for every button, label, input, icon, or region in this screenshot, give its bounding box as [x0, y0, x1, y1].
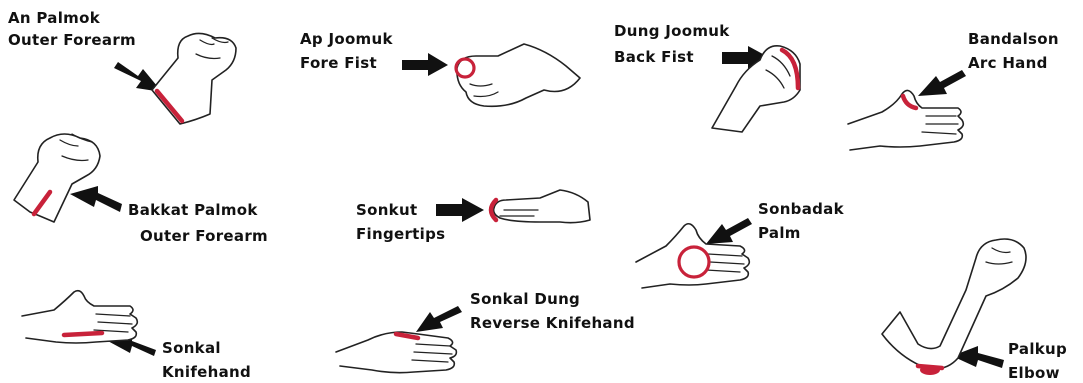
- label-sonbadak: Sonbadak: [758, 200, 845, 218]
- pointer-arrow-icon: [70, 186, 122, 212]
- hand-drawing-icon: [14, 134, 100, 222]
- label-sonkut-english: Fingertips: [356, 225, 445, 243]
- pointer-arrow-icon: [436, 198, 484, 222]
- figure-dung-joomuk: Dung Joomuk Back Fist: [614, 22, 800, 132]
- hand-drawing-icon: [22, 291, 137, 343]
- label-sonkut: Sonkut: [356, 201, 417, 219]
- label-dung-joomuk-english: Back Fist: [614, 48, 694, 66]
- label-sonbadak-english: Palm: [758, 224, 801, 242]
- label-palkup-english: Elbow: [1008, 364, 1060, 382]
- hand-drawing-icon: [848, 90, 963, 150]
- label-an-palmok: An Palmok: [8, 9, 101, 27]
- hand-drawing-icon: [456, 44, 580, 106]
- figure-an-palmok: An Palmok Outer Forearm: [8, 9, 236, 124]
- label-ap-joomuk: Ap Joomuk: [300, 30, 393, 48]
- hand-drawing-icon: [336, 332, 456, 373]
- hand-drawing-icon: [491, 190, 590, 223]
- pointer-arrow-icon: [918, 70, 966, 96]
- label-dung-joomuk: Dung Joomuk: [614, 22, 730, 40]
- label-bandalson: Bandalson: [968, 30, 1059, 48]
- figure-bandalson: Bandalson Arc Hand: [848, 30, 1059, 150]
- figure-sonbadak: Sonbadak Palm: [636, 200, 845, 288]
- pointer-arrow-icon: [402, 53, 448, 76]
- label-sonkal-dung-english: Reverse Knifehand: [470, 314, 635, 332]
- label-an-palmok-english: Outer Forearm: [8, 31, 136, 49]
- hand-drawing-icon: [882, 239, 1026, 375]
- figure-sonkal-dung: Sonkal Dung Reverse Knifehand: [336, 290, 635, 373]
- hand-drawing-icon: [152, 33, 236, 124]
- figure-bakkat-palmok: Bakkat Palmok Outer Forearm: [14, 134, 268, 245]
- pointer-arrow-icon: [416, 306, 462, 332]
- label-bakkat-palmok: Bakkat Palmok: [128, 201, 258, 219]
- label-ap-joomuk-english: Fore Fist: [300, 54, 377, 72]
- label-bandalson-english: Arc Hand: [968, 54, 1048, 72]
- label-sonkal-dung: Sonkal Dung: [470, 290, 580, 308]
- figure-palkup: Palkup Elbow: [882, 239, 1067, 382]
- pointer-arrow-icon: [706, 218, 752, 244]
- label-palkup: Palkup: [1008, 340, 1067, 358]
- label-bakkat-palmok-english: Outer Forearm: [140, 227, 268, 245]
- figure-sonkal: Sonkal Knifehand: [22, 291, 251, 381]
- label-sonkal-english: Knifehand: [162, 363, 251, 381]
- figure-ap-joomuk: Ap Joomuk Fore Fist: [300, 30, 580, 106]
- figure-sonkut: Sonkut Fingertips: [356, 190, 590, 243]
- label-sonkal: Sonkal: [162, 339, 221, 357]
